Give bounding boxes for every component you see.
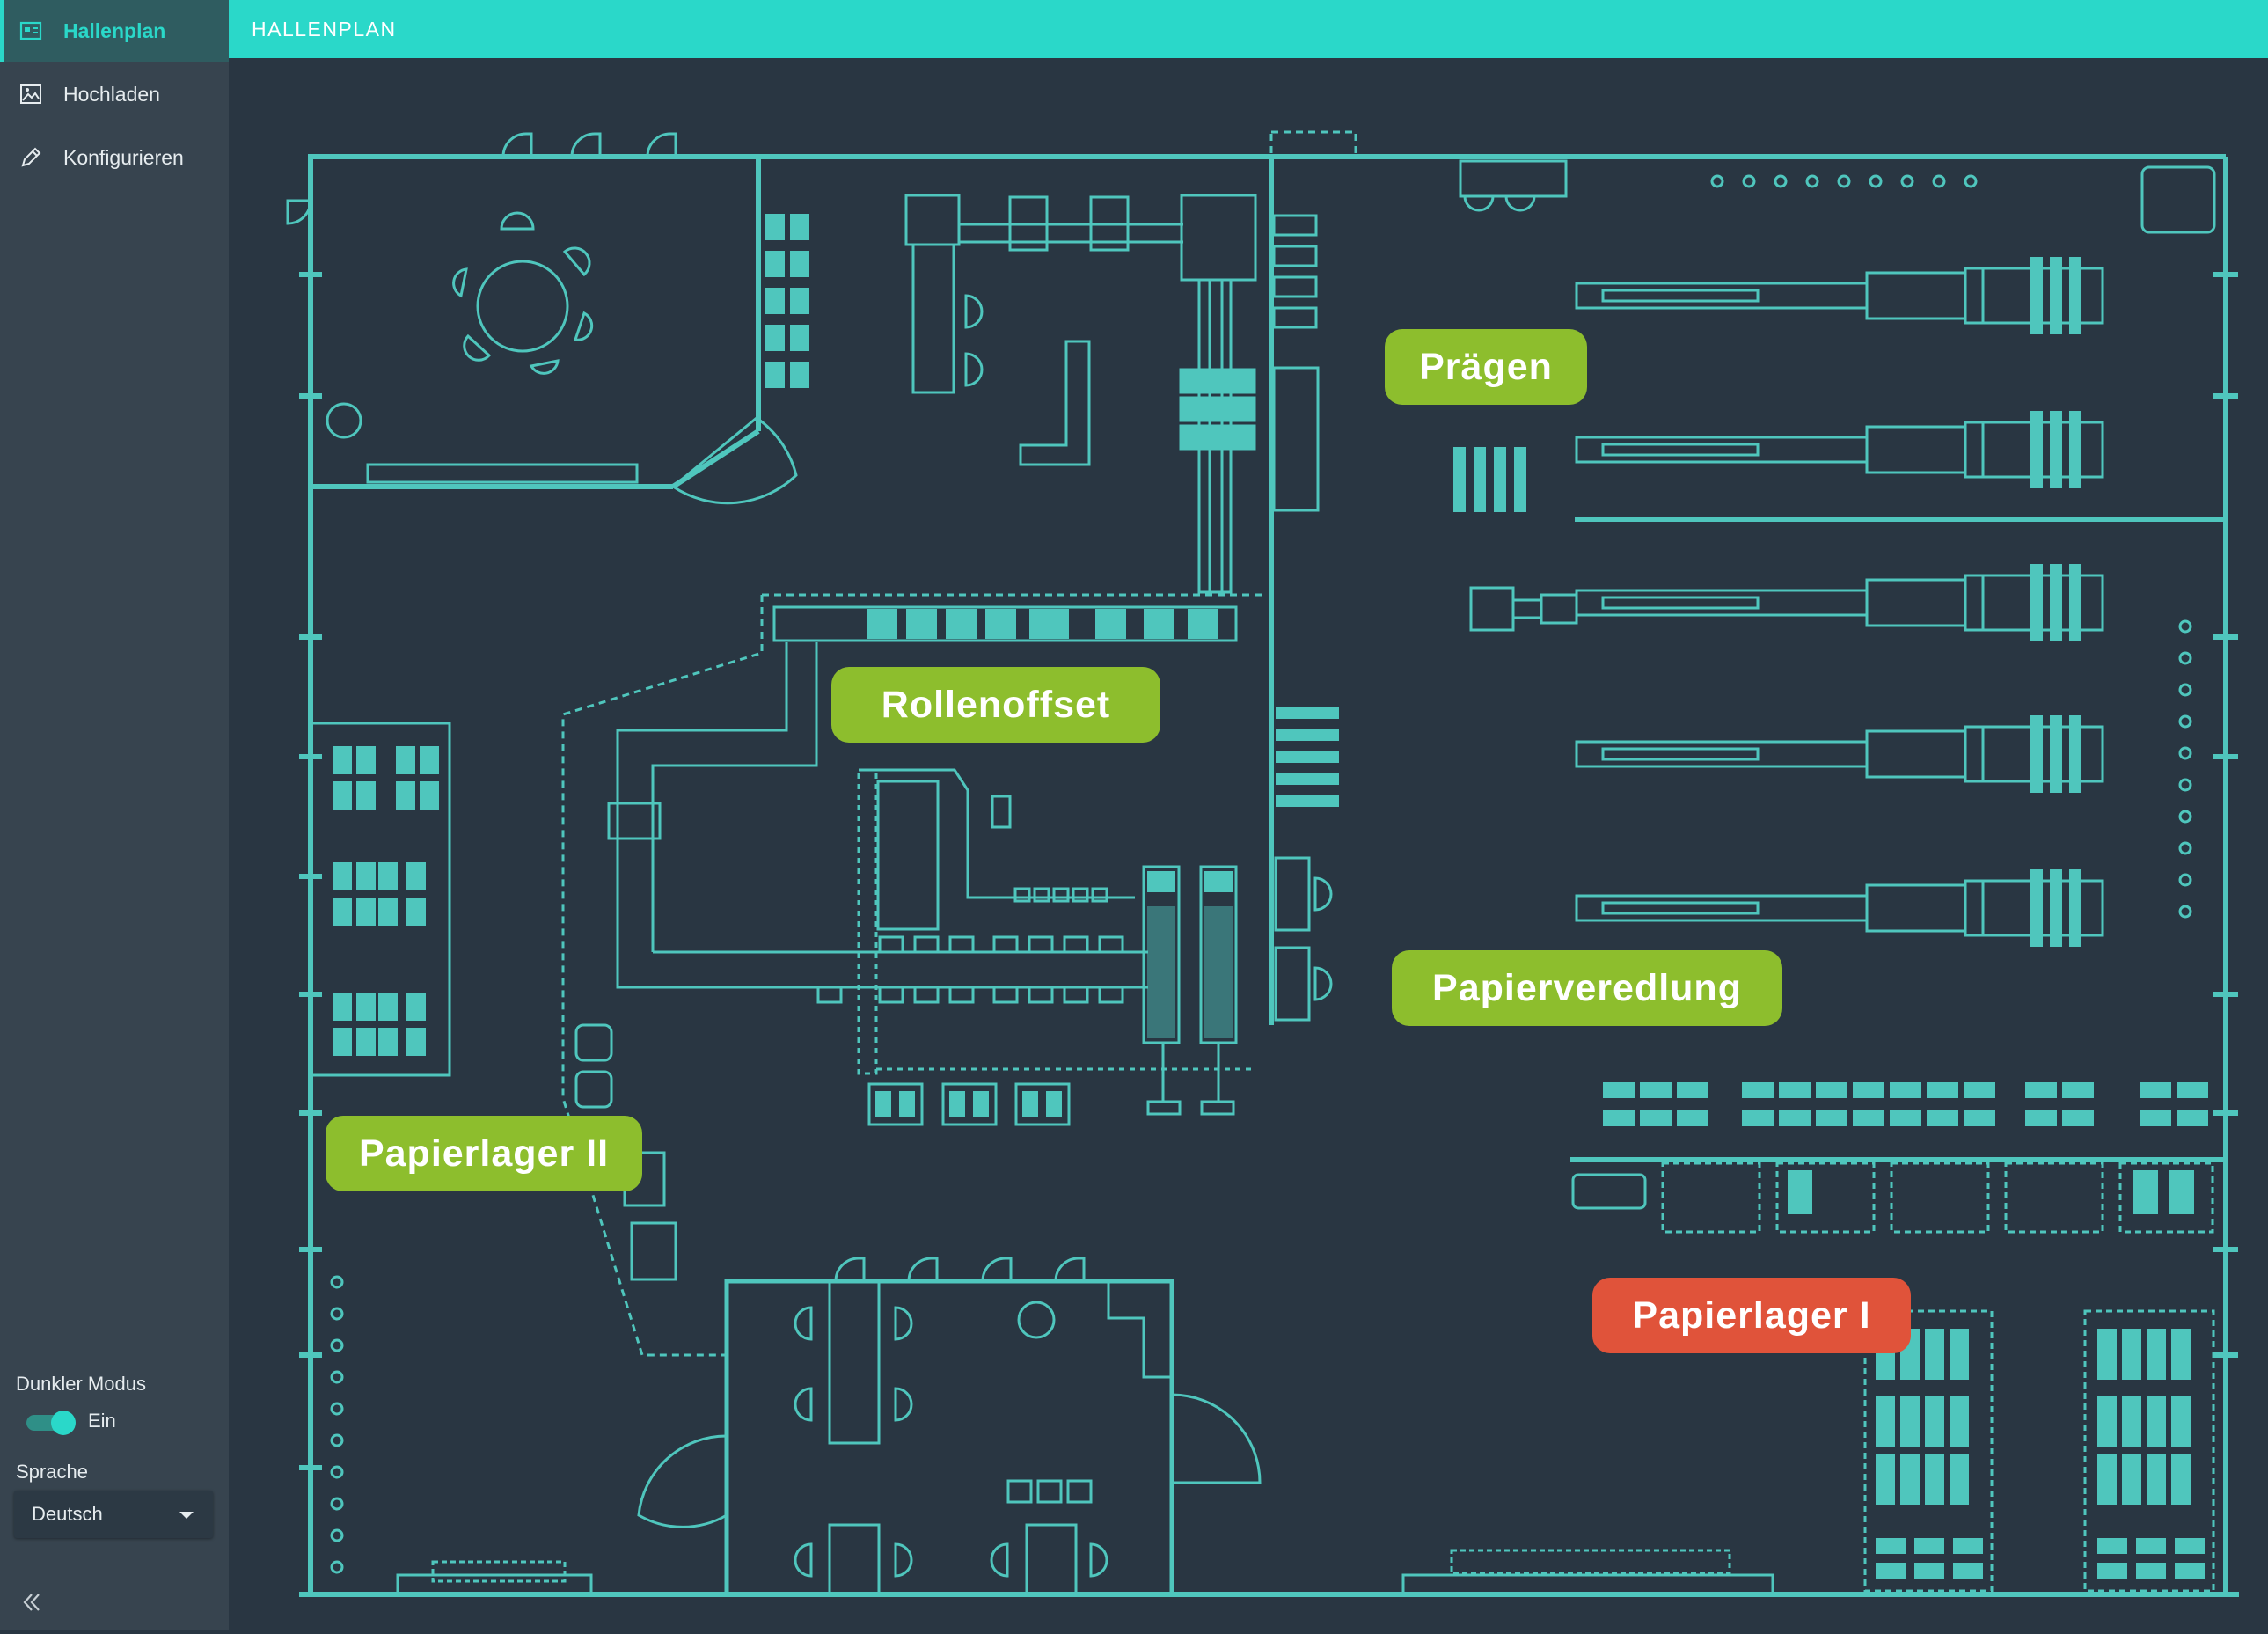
double-chevron-left-icon[interactable] [18, 1588, 46, 1616]
top-bar: HALLENPLAN [229, 0, 2268, 58]
language-select[interactable]: Deutsch [14, 1491, 213, 1538]
sidebar-item-hochladen[interactable]: Hochladen [0, 63, 229, 125]
language-label: Sprache [16, 1461, 88, 1483]
pencil-icon [18, 144, 44, 171]
sidebar-item-hallenplan[interactable]: Hallenplan [0, 0, 229, 62]
upload-image-icon [18, 81, 44, 107]
sidebar: Hallenplan Hochladen Konfigurieren Dunkl… [0, 0, 229, 1630]
sidebar-item-label: Hochladen [63, 82, 160, 106]
language-value: Deutsch [32, 1503, 103, 1525]
zone-praegen[interactable]: Prägen [1385, 329, 1587, 405]
toggle-knob [51, 1411, 76, 1435]
dark-mode-label: Dunkler Modus [16, 1373, 146, 1395]
zone-rollenoffset[interactable]: Rollenoffset [831, 667, 1160, 743]
floorplan-drawing [286, 130, 2239, 1597]
zone-papierlager-ii[interactable]: Papierlager II [326, 1116, 642, 1191]
zone-papierlager-i[interactable]: Papierlager I [1592, 1278, 1911, 1353]
sidebar-item-label: Hallenplan [63, 18, 166, 42]
floorplan-icon [18, 18, 44, 44]
dark-mode-state: Ein [88, 1410, 116, 1432]
zone-papierveredlung[interactable]: Papierveredlung [1392, 950, 1782, 1026]
caret-down-icon [179, 1512, 194, 1519]
dark-mode-toggle[interactable] [25, 1408, 76, 1436]
sidebar-item-konfigurieren[interactable]: Konfigurieren [0, 127, 229, 188]
floorplan-canvas: Prägen Rollenoffset Papierveredlung Papi… [229, 58, 2268, 1630]
page-title: HALLENPLAN [252, 18, 397, 40]
sidebar-item-label: Konfigurieren [63, 145, 184, 169]
